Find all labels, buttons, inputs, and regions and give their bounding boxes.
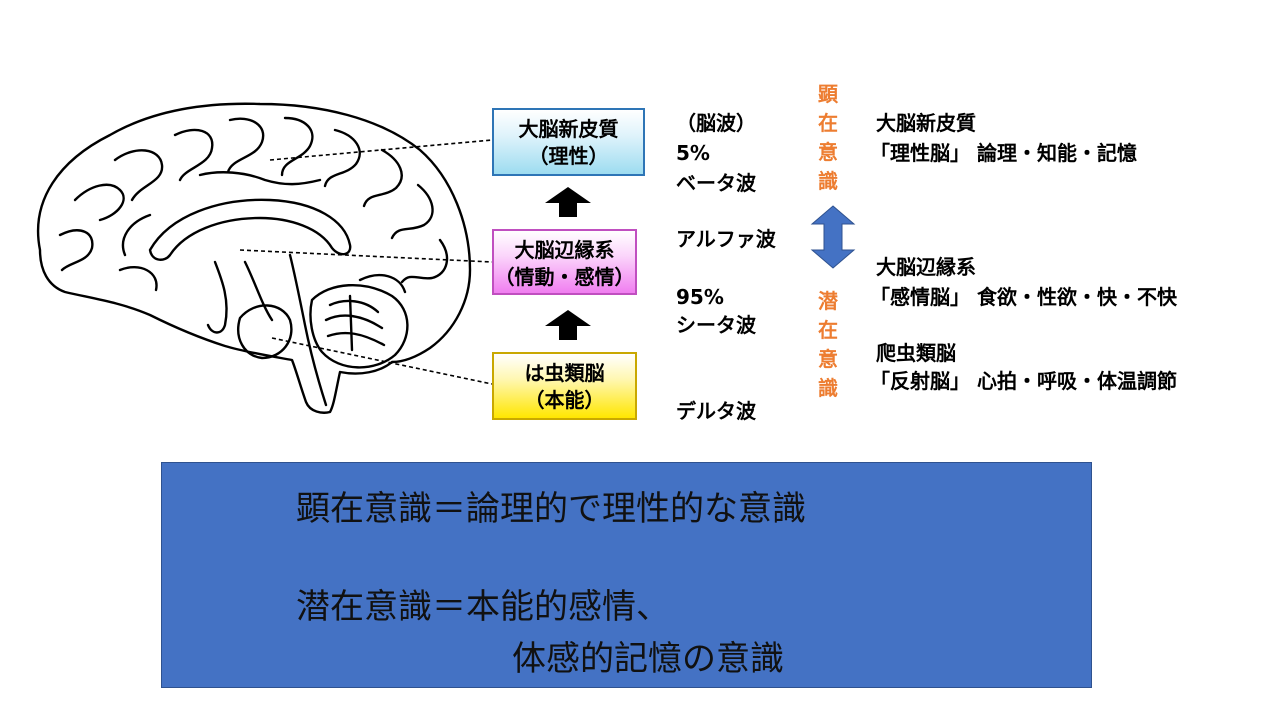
limbic-box-subtitle: （情動・感情） xyxy=(494,265,635,289)
wave-delta: デルタ波 xyxy=(676,399,756,423)
wave-alpha: アルファ波 xyxy=(676,227,776,251)
limbic-desc-title: 大脳辺縁系 xyxy=(876,255,976,279)
summary-line-subconscious-cont: 体感的記憶の意識 xyxy=(512,639,784,679)
summary-line-subconscious: 潜在意識＝本能的感情、 xyxy=(296,587,670,627)
limbic-box: 大脳辺縁系 （情動・感情） xyxy=(492,229,637,295)
up-arrow-icon xyxy=(545,310,591,340)
up-arrow-icon xyxy=(545,187,591,217)
cortex-desc-title: 大脳新皮質 xyxy=(876,111,976,135)
conscious-vertical-label: 顕 在 意 識 xyxy=(818,82,838,193)
limbic-desc-detail: 「感情脳」 食欲・性欲・快・不快 xyxy=(870,285,1177,309)
wave-pct-bottom: 95% xyxy=(676,285,724,309)
cortex-box: 大脳新皮質 （理性） xyxy=(492,108,645,176)
reptile-desc-title: 爬虫類脳 xyxy=(876,341,956,365)
wave-theta: シータ波 xyxy=(676,313,756,337)
limbic-box-title: 大脳辺縁系 xyxy=(514,238,615,262)
wave-beta: ベータ波 xyxy=(676,171,756,195)
reptile-box-title: は虫類脳 xyxy=(524,361,605,385)
subconscious-vertical-label: 潜 在 意 識 xyxy=(818,289,838,400)
double-vertical-arrow-icon xyxy=(810,205,856,269)
cortex-box-title: 大脳新皮質 xyxy=(518,117,619,141)
wave-pct-top: 5% xyxy=(676,141,710,165)
reptile-box-subtitle: （本能） xyxy=(524,388,605,412)
reptile-box: は虫類脳 （本能） xyxy=(492,352,637,420)
reptile-desc-detail: 「反射脳」 心拍・呼吸・体温調節 xyxy=(870,369,1177,393)
summary-line-conscious: 顕在意識＝論理的で理性的な意識 xyxy=(296,489,806,529)
cortex-box-subtitle: （理性） xyxy=(528,144,609,168)
summary-box: 顕在意識＝論理的で理性的な意識 潜在意識＝本能的感情、 体感的記憶の意識 xyxy=(161,462,1092,688)
cortex-desc-detail: 「理性脳」 論理・知能・記憶 xyxy=(870,141,1137,165)
wave-header: （脳波） xyxy=(676,111,756,135)
